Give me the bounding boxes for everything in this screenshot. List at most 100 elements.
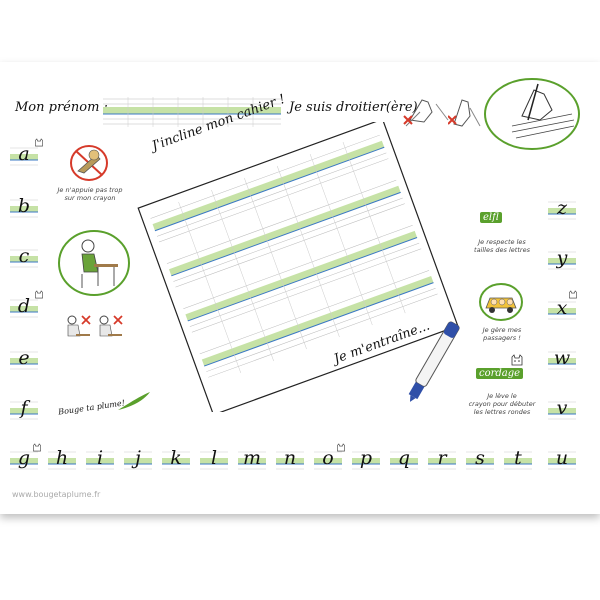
car-passengers-icon [479, 283, 523, 321]
letter-cell-l[interactable]: l [200, 447, 228, 472]
letter-lines [504, 451, 532, 470]
letter-cell-w[interactable]: w [548, 347, 576, 372]
cat-icon [33, 443, 41, 452]
letter-lines [200, 451, 228, 470]
letter-o: o [322, 447, 334, 469]
tip-pressure-line-1: Je n'appuie pas trop [57, 186, 123, 194]
letter-cell-s[interactable]: s [466, 447, 494, 472]
letter-lines [548, 351, 576, 370]
letter-lines [466, 451, 494, 470]
letter-cell-g[interactable]: g [10, 447, 38, 472]
tip-passengers-line-2: passagers ! [483, 334, 521, 342]
letter-cell-t[interactable]: t [504, 447, 532, 472]
letter-x: x [556, 297, 568, 319]
hand-position-illustration [403, 99, 449, 127]
letter-cell-x[interactable]: x [548, 297, 576, 322]
letter-cell-u[interactable]: u [548, 447, 576, 472]
letter-q: q [397, 447, 411, 469]
letter-a: a [18, 143, 30, 165]
tip-round-line-3: les lettres rondes [473, 408, 531, 416]
hand-wrong-illustration [448, 99, 481, 127]
letter-lines [124, 451, 152, 470]
letter-s: s [475, 447, 485, 469]
cross-icon [113, 315, 123, 325]
cat-icon [35, 290, 43, 299]
letter-lines [86, 451, 114, 470]
tip-sizes-line-2: tailles des lettres [474, 246, 530, 254]
tip-sizes: Je respecte les tailles des lettres [462, 238, 542, 254]
letter-d: d [17, 295, 31, 317]
letter-cell-d[interactable]: d [10, 295, 38, 320]
practice-row-2 [166, 179, 405, 288]
cross-icon [403, 115, 413, 125]
letter-b: b [17, 195, 31, 217]
letter-cell-q[interactable]: q [390, 447, 418, 472]
letter-lines [428, 451, 456, 470]
word-sizes-badge: elfl [480, 212, 502, 223]
letter-cell-k[interactable]: k [162, 447, 190, 472]
letter-lines [10, 249, 38, 268]
letter-cell-h[interactable]: h [48, 447, 76, 472]
letter-y: y [556, 247, 568, 269]
cat-icon [511, 354, 523, 366]
tip-pressure-line-2: sur mon crayon [64, 194, 116, 202]
cat-icon [35, 138, 43, 147]
letter-z: z [556, 197, 567, 219]
letter-lines [10, 451, 38, 470]
tip-passengers: Je gère mes passagers ! [462, 326, 542, 342]
letter-c: c [18, 245, 30, 267]
letter-cell-f[interactable]: f [10, 397, 38, 422]
no-pressure-icon [70, 145, 108, 181]
letter-cell-n[interactable]: n [276, 447, 304, 472]
footer-url[interactable]: www.bougetaplume.fr [12, 490, 101, 499]
letter-lines [548, 201, 576, 220]
letter-cell-m[interactable]: m [238, 447, 266, 472]
letter-k: k [170, 447, 182, 469]
cat-icon [569, 290, 577, 299]
letter-lines [548, 301, 576, 320]
letter-lines [314, 451, 342, 470]
letter-cell-o[interactable]: o [314, 447, 342, 472]
letter-cell-z[interactable]: z [548, 197, 576, 222]
letter-cell-p[interactable]: p [352, 447, 380, 472]
letter-i: i [96, 447, 104, 469]
letter-lines [548, 251, 576, 270]
letter-lines [390, 451, 418, 470]
letter-cell-b[interactable]: b [10, 195, 38, 220]
handedness-label: Je suis droitier(ère) [289, 100, 418, 115]
letter-lines [10, 199, 38, 218]
letter-w: w [553, 347, 571, 369]
letter-lines [10, 299, 38, 318]
practice-row-3 [183, 225, 422, 333]
letter-t: t [514, 447, 522, 469]
tilted-notebook[interactable] [133, 122, 463, 412]
letter-cell-e[interactable]: e [10, 347, 38, 372]
posture-wrong-right-illustration [99, 315, 123, 337]
letter-cell-y[interactable]: y [548, 247, 576, 272]
letter-l: l [210, 447, 218, 469]
letter-e: e [18, 347, 30, 369]
cat-icon [337, 443, 345, 452]
letter-u: u [555, 447, 569, 469]
letter-cell-a[interactable]: a [10, 143, 38, 168]
word-cordage-badge: cordage [476, 368, 524, 379]
letter-cell-r[interactable]: r [428, 447, 456, 472]
letter-lines [48, 451, 76, 470]
letter-v: v [556, 397, 568, 419]
feather-icon [118, 392, 150, 410]
posture-child-illustration [58, 230, 130, 296]
letter-cell-c[interactable]: c [10, 245, 38, 270]
letter-cell-v[interactable]: v [548, 397, 576, 422]
letter-j: j [135, 447, 141, 469]
letter-cell-i[interactable]: i [86, 447, 114, 472]
tip-round-line-2: crayon pour débuter [468, 400, 536, 408]
marker-pen-icon [408, 321, 460, 402]
letter-cell-j[interactable]: j [124, 447, 152, 472]
letter-n: n [283, 447, 297, 469]
letter-f: f [20, 397, 28, 419]
letter-lines [238, 451, 266, 470]
letter-h: h [55, 447, 69, 469]
practice-row-4 [199, 270, 438, 378]
name-label: Mon prénom : [15, 100, 108, 115]
name-writing-lines[interactable] [103, 97, 281, 127]
